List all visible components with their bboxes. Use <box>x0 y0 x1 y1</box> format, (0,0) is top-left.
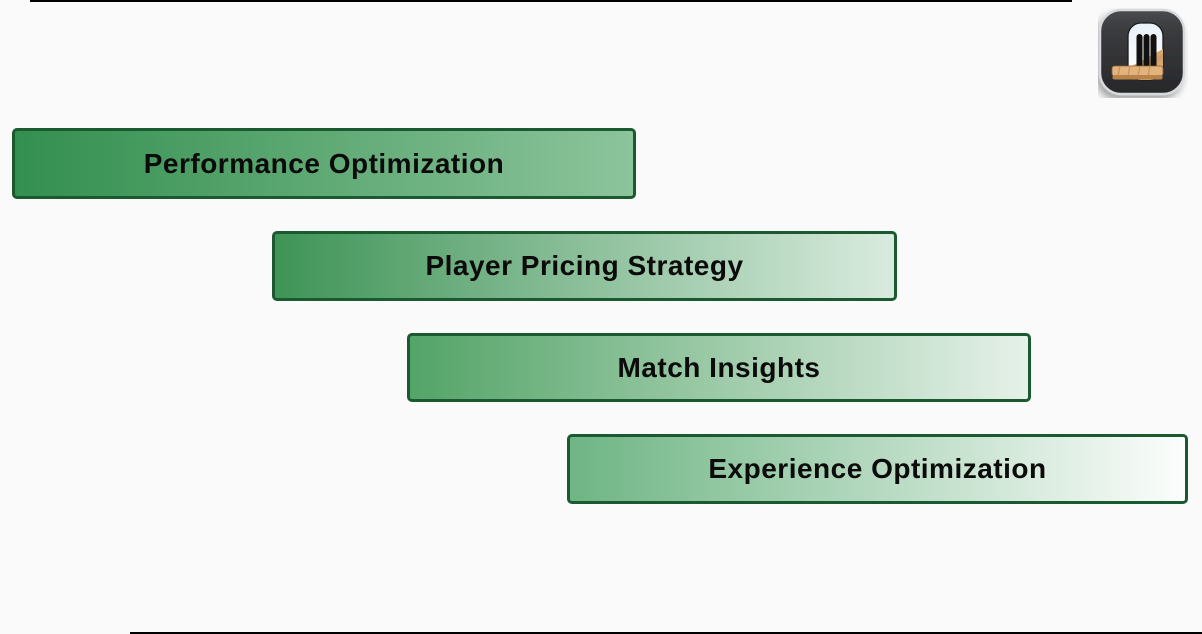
step-bar-experience-optimization: Experience Optimization <box>567 434 1188 504</box>
step-bar-performance-optimization: Performance Optimization <box>12 128 636 199</box>
step-label: Performance Optimization <box>143 147 505 179</box>
cricket-stumps-icon <box>1098 8 1186 96</box>
stumps-glyph <box>1136 34 1157 70</box>
wooden-ledge <box>1111 65 1164 80</box>
bottom-edge-line <box>130 632 1202 634</box>
cricket-stumps-app-icon <box>1098 8 1188 98</box>
top-edge-line <box>30 0 1072 2</box>
step-label: Match Insights <box>617 351 821 383</box>
step-bar-player-pricing-strategy: Player Pricing Strategy <box>272 231 897 301</box>
step-label: Player Pricing Strategy <box>425 250 744 281</box>
step-label: Experience Optimization <box>708 453 1047 484</box>
step-bar-match-insights: Match Insights <box>407 333 1031 402</box>
